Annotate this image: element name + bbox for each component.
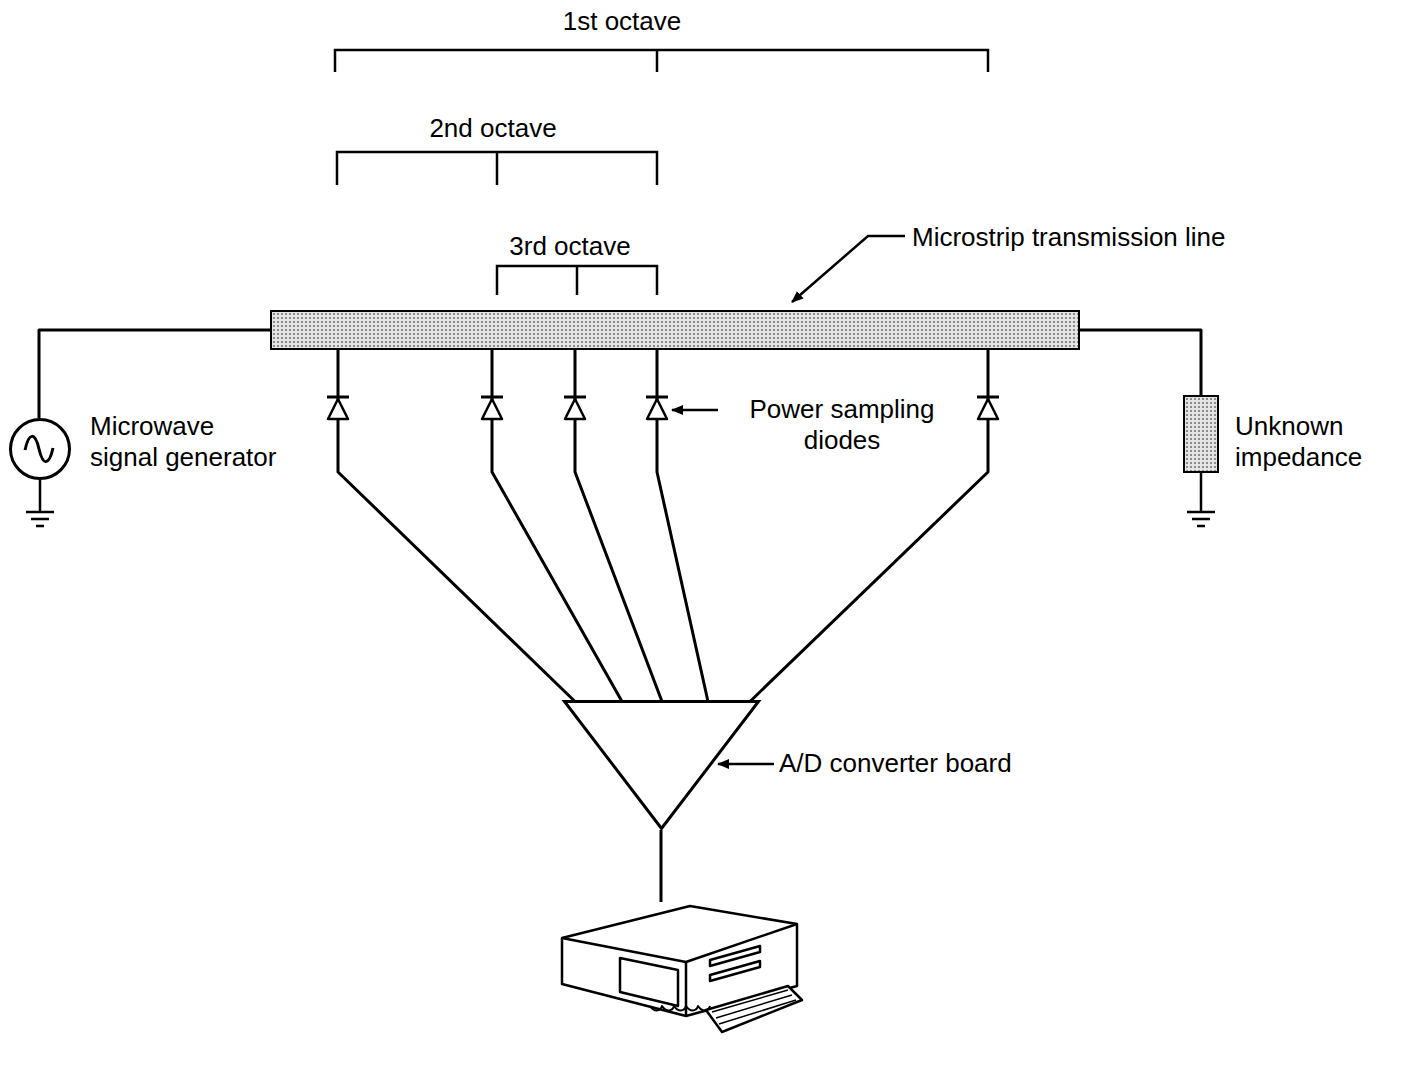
diode-bar xyxy=(646,396,668,399)
diode-body xyxy=(978,399,998,419)
diode-bar xyxy=(977,396,999,399)
wire xyxy=(39,330,270,418)
callout-label: Power sampling diodes xyxy=(722,394,962,456)
octave-label: 2nd octave xyxy=(429,113,556,144)
disk-drives xyxy=(710,946,760,981)
leader-line xyxy=(672,409,718,412)
octave-label: 3rd octave xyxy=(509,231,630,262)
wire xyxy=(575,350,662,702)
wire xyxy=(338,350,575,702)
coiled-cord xyxy=(650,1006,710,1011)
ground-symbols xyxy=(26,473,1215,526)
bracket xyxy=(335,50,988,72)
node-label: Microwave signal generator xyxy=(90,411,282,473)
sine-symbol xyxy=(25,436,53,461)
leader-line xyxy=(718,763,774,766)
computer-screen xyxy=(620,958,678,1006)
ground-symbol xyxy=(1187,473,1215,526)
bracket xyxy=(497,266,657,295)
diode-bar xyxy=(327,396,349,399)
bracket xyxy=(337,152,657,185)
diode-body xyxy=(482,399,502,419)
node-label: Microstrip transmission line xyxy=(912,222,1226,253)
octave-label: 1st octave xyxy=(563,6,682,37)
diode-body xyxy=(647,399,667,419)
signal-generator: Microwave signal generator xyxy=(9,418,71,480)
octave-brackets xyxy=(335,50,988,295)
leader-line xyxy=(792,236,905,302)
computer-illustration xyxy=(562,906,802,1032)
converter-triangle: A/D converter board xyxy=(563,700,760,830)
keyboard-keys xyxy=(712,990,796,1024)
microstrip-line: Microstrip transmission line xyxy=(270,310,1080,350)
diode-bar xyxy=(481,396,503,399)
triangle-outline xyxy=(565,702,759,829)
impedance-box: Unknown impedance xyxy=(1183,395,1219,473)
triangle-outline xyxy=(563,700,760,830)
diode-body xyxy=(328,399,348,419)
keyboard xyxy=(706,986,802,1032)
diode-bar xyxy=(564,396,586,399)
node-label: A/D converter board xyxy=(779,748,1012,779)
ground-symbol xyxy=(26,480,54,526)
wire xyxy=(1080,330,1201,395)
wire xyxy=(492,350,622,702)
diode-body xyxy=(565,399,585,419)
wire xyxy=(657,350,708,702)
node-label: Unknown impedance xyxy=(1235,411,1395,473)
data-cable xyxy=(660,830,663,902)
